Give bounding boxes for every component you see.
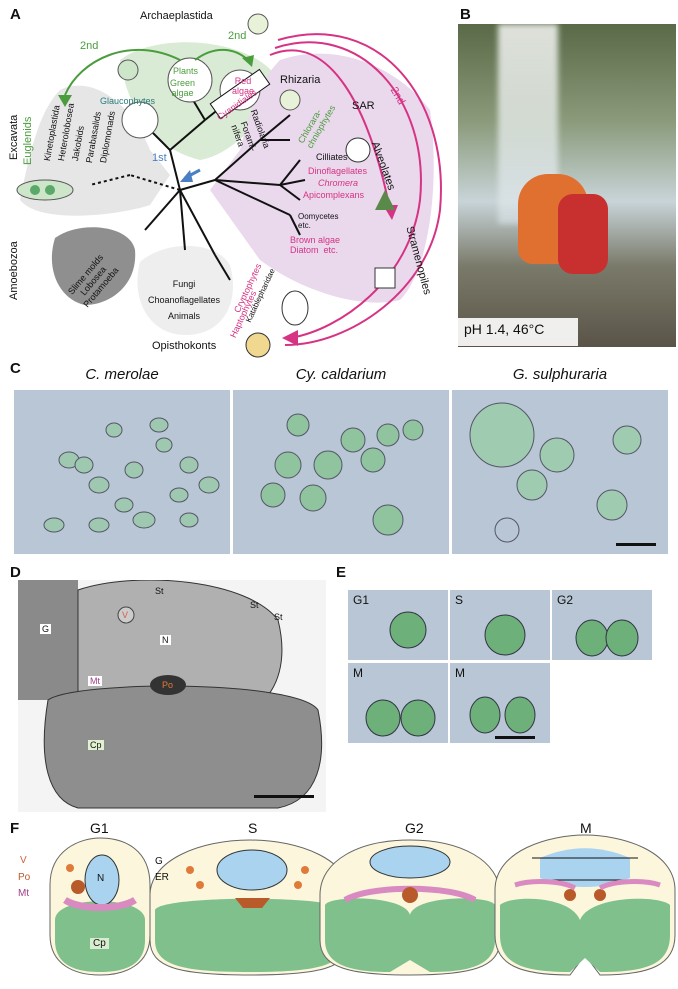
sar-label: SAR xyxy=(352,100,375,112)
cell-cycle-photo-s: S xyxy=(450,590,550,660)
plants-label: Plants xyxy=(173,66,198,76)
legend-mt: Mt xyxy=(18,888,29,899)
schematic-title-g1: G1 xyxy=(90,820,109,836)
cell-cycle-photo-g2: G2 xyxy=(552,590,652,660)
micrograph-title-cycaldarium: Cy. caldarium xyxy=(233,366,449,383)
excavata-label: Excavata xyxy=(8,115,20,160)
cell-cycle-photo-m1: M xyxy=(348,663,448,743)
legend-n: N xyxy=(97,873,104,884)
hot-spring-photo: pH 1.4, 46°C xyxy=(458,24,676,347)
opisthokonts-label: Opisthokonts xyxy=(152,340,216,352)
panel-label-f: F xyxy=(10,820,19,837)
tem-micrograph: St St St V G N Mt Po Cp xyxy=(18,580,326,812)
tem-label-g: G xyxy=(40,624,51,634)
panel-label-d: D xyxy=(10,564,21,581)
legend-er: ER xyxy=(155,872,169,883)
tem-label-st1: St xyxy=(155,586,164,596)
tem-label-po: Po xyxy=(162,680,173,690)
brown-algae-label: Brown algae Diatom etc. xyxy=(290,235,340,255)
primary-label: 1st xyxy=(152,152,167,164)
tem-label-mt: Mt xyxy=(88,676,102,686)
apicomplexans-label: Apicomplexans xyxy=(303,190,364,200)
legend-po: Po xyxy=(18,872,30,883)
glaucophytes-label: Glaucophytes xyxy=(100,96,155,106)
schematic-title-g2: G2 xyxy=(405,820,424,836)
scale-bar-c xyxy=(616,543,656,546)
micrograph-gsulphuraria xyxy=(452,390,668,554)
archaeplastida-label: Archaeplastida xyxy=(140,10,213,22)
cell-cycle-label-s: S xyxy=(455,593,463,607)
cell-cycle-label-m1: M xyxy=(353,666,363,680)
amoebozoa-label: Amoebozoa xyxy=(8,241,20,300)
micrograph-cycaldarium xyxy=(233,390,449,554)
cell-cycle-label-g1: G1 xyxy=(353,593,369,607)
micrograph-title-cmerolae: C. merolae xyxy=(14,366,230,383)
cell-cycle-photo-m2: M xyxy=(450,663,550,743)
schematic-title-m: M xyxy=(580,820,592,836)
scale-bar-d xyxy=(254,795,314,798)
green-algae-label: Green algae xyxy=(170,78,195,98)
panel-label-e: E xyxy=(336,564,346,581)
schematic-title-s: S xyxy=(248,820,257,836)
legend-v: V xyxy=(20,855,27,866)
photo-caption: pH 1.4, 46°C xyxy=(464,321,544,337)
micrograph-title-gsulphuraria: G. sulphuraria xyxy=(452,366,668,383)
oomycetes-label: Oomycetes etc. xyxy=(298,212,338,230)
cell-cycle-photo-g1: G1 xyxy=(348,590,448,660)
euglenids-label: Euglenids xyxy=(22,117,34,165)
rhizaria-label: Rhizaria xyxy=(280,74,320,86)
tem-label-n: N xyxy=(160,635,171,645)
cilliates-label: Cilliates xyxy=(316,152,348,162)
hiker-jacket xyxy=(558,194,608,274)
tem-label-cp: Cp xyxy=(88,740,104,750)
secondary-left-label: 2nd xyxy=(80,40,98,52)
tem-label-v: V xyxy=(122,610,128,620)
legend-g: G xyxy=(155,856,163,867)
opisthokont-taxa: Fungi Choanoflagellates Animals xyxy=(148,276,220,324)
panel-label-b: B xyxy=(460,6,471,23)
legend-cp: Cp xyxy=(90,938,109,949)
tem-label-st2: St xyxy=(250,600,259,610)
cell-cycle-label-g2: G2 xyxy=(557,593,573,607)
tem-label-st3: St xyxy=(274,612,283,622)
dinoflagellates-label: Dinoflagellates xyxy=(308,166,367,176)
chromera-label: Chromera xyxy=(318,178,358,188)
micrograph-cmerolae xyxy=(14,390,230,554)
secondary-mid-label: 2nd xyxy=(228,30,246,42)
cell-cycle-label-m2: M xyxy=(455,666,465,680)
